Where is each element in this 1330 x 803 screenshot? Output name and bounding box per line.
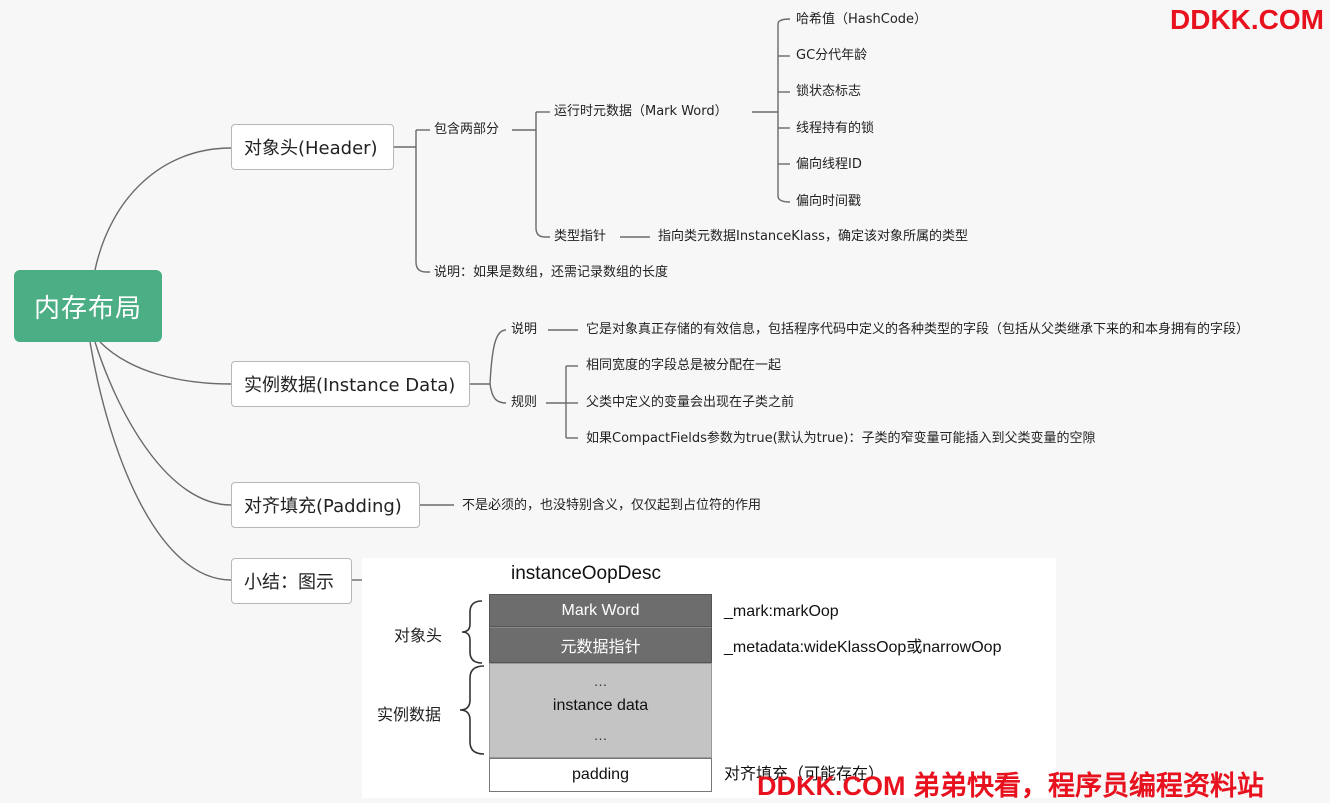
mark-item-thread-lock: 线程持有的锁 [796, 121, 875, 136]
header-array-note: 说明：如果是数组，还需记录数组的长度 [434, 265, 669, 280]
cell-metadata-pointer: 元数据指针 [489, 627, 712, 663]
node-instance-data[interactable]: 实例数据(Instance Data) [231, 361, 470, 407]
brace-header [461, 600, 483, 664]
node-summary[interactable]: 小结：图示 [231, 558, 352, 604]
instance-note-text: 它是对象真正存储的有效信息，包括程序代码中定义的各种类型的字段（包括从父类继承下… [586, 322, 1250, 337]
oop-title: instanceOopDesc [511, 563, 661, 584]
root-node-memory-layout[interactable]: 内存布局 [14, 270, 162, 342]
padding-desc: 不是必须的，也没特别含义，仅仅起到占位符的作用 [462, 498, 762, 513]
rule-compact-fields: 如果CompactFields参数为true(默认为true)：子类的窄变量可能… [586, 431, 1096, 446]
instance-rules-label: 规则 [511, 395, 538, 410]
field-mark: _mark:markOop [724, 603, 839, 620]
rule-same-width: 相同宽度的字段总是被分配在一起 [586, 358, 782, 373]
cell-dots-top: … [593, 673, 608, 689]
type-pointer-desc: 指向类元数据InstanceKlass，确定该对象所属的类型 [658, 229, 968, 244]
side-label-header: 对象头 [394, 628, 443, 645]
cell-padding: padding [489, 758, 712, 792]
rule-parent-first: 父类中定义的变量会出现在子类之前 [586, 395, 795, 410]
instance-note-label: 说明 [511, 322, 538, 337]
watermark-top: DDKK.COM [1170, 4, 1324, 35]
header-two-parts: 包含两部分 [434, 122, 500, 137]
type-pointer-label: 类型指针 [554, 229, 607, 244]
mark-item-bias-thread: 偏向线程ID [796, 157, 862, 172]
side-label-instance: 实例数据 [377, 707, 442, 724]
mark-item-lock-state: 锁状态标志 [796, 84, 862, 99]
node-object-header[interactable]: 对象头(Header) [231, 124, 394, 170]
field-padding: 对齐填充（可能存在） [724, 766, 885, 783]
mark-item-bias-time: 偏向时间戳 [796, 194, 862, 209]
watermark-bottom: DDKK.COM 弟弟快看，程序员编程资料站 [757, 771, 1264, 801]
cell-instance-data-block [489, 663, 712, 758]
cell-dots-bottom: … [593, 727, 608, 743]
mark-item-gc-age: GC分代年龄 [796, 48, 868, 63]
node-padding[interactable]: 对齐填充(Padding) [231, 482, 420, 528]
cell-instance-data: instance data [552, 697, 649, 714]
field-metadata: _metadata:wideKlassOop或narrowOop [724, 639, 1002, 656]
brace-instance [459, 665, 485, 755]
mark-word-label: 运行时元数据（Mark Word） [554, 104, 728, 119]
cell-mark-word: Mark Word [489, 594, 712, 627]
mark-item-hashcode: 哈希值（HashCode） [796, 12, 928, 27]
